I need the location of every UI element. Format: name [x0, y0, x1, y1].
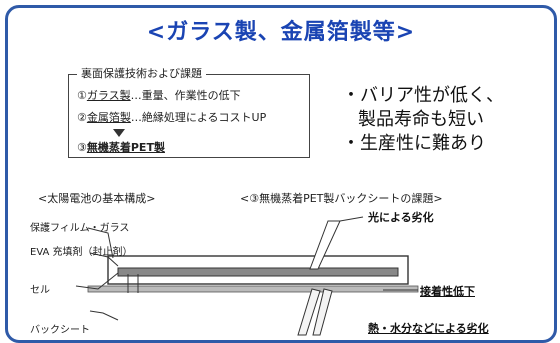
light-ray-icon — [309, 220, 341, 270]
item-number: ① — [77, 89, 87, 102]
label-heat-moisture: 熱・水分などによる劣化 — [368, 322, 489, 335]
item-number: ② — [77, 111, 87, 124]
backsheet-layer — [87, 285, 419, 293]
technology-box: 裏面保護技術および課題 ①ガラス製…重量、作業性の低下 ②金属箔製…絶縁処理によ… — [68, 65, 310, 158]
left-section-heading: <太陽電池の基本構成> — [38, 192, 156, 205]
outer-layer — [107, 255, 409, 285]
label-backsheet: バックシート — [30, 325, 90, 336]
light-leader — [339, 216, 364, 222]
label-adhesion: 接着性低下 — [420, 285, 475, 298]
item-glass: ①ガラス製…重量、作業性の低下 — [77, 87, 241, 103]
backsheet-leader — [89, 310, 119, 321]
technology-box-title: 裏面保護技術および課題 — [77, 65, 206, 81]
item-name: ガラス製 — [86, 89, 131, 102]
arrow-down-icon — [113, 129, 125, 137]
slide-title: <ガラス製、金属箔製等> — [146, 20, 416, 45]
issue-line: ・生産性に難あり — [342, 133, 486, 154]
item-desc: …絶縁処理によるコストUP — [130, 111, 267, 124]
item-desc: …重量、作業性の低下 — [130, 89, 241, 102]
issues-list: ・バリア性が低く、 製品寿命も短い ・生産性に難あり — [342, 84, 504, 156]
item-number: ③ — [77, 141, 87, 154]
solar-cell-diagram: 保護フィルム・ガラス EVA 充填剤（封止剤） セル バックシート 光による劣化… — [28, 211, 548, 338]
heat-ray-icon — [297, 288, 321, 336]
item-pet: ③無機蒸着PET製 — [77, 139, 165, 155]
cell-leader — [75, 272, 119, 290]
item-name: 金属箔製 — [86, 111, 131, 124]
label-eva: EVA 充填剤（封止剤） — [30, 247, 133, 258]
issue-line: ・バリア性が低く、 — [342, 85, 504, 106]
right-section-heading: <③無機蒸着PET製バックシートの課題> — [240, 192, 443, 205]
water-ray-icon — [312, 288, 333, 336]
diagram-drawing — [75, 216, 419, 336]
film-leader — [87, 227, 114, 259]
item-metal-foil: ②金属箔製…絶縁処理によるコストUP — [77, 109, 266, 125]
cell-layer — [117, 267, 399, 277]
label-light-degradation: 光による劣化 — [368, 211, 434, 224]
label-protective-film: 保護フィルム・ガラス — [30, 223, 130, 234]
item-name: 無機蒸着PET製 — [86, 141, 165, 154]
issue-line: 製品寿命も短い — [358, 109, 484, 130]
eva-leader — [89, 252, 119, 267]
slide-frame: <ガラス製、金属箔製等> 裏面保護技術および課題 ①ガラス製…重量、作業性の低下… — [5, 5, 557, 343]
label-cell: セル — [30, 285, 50, 296]
